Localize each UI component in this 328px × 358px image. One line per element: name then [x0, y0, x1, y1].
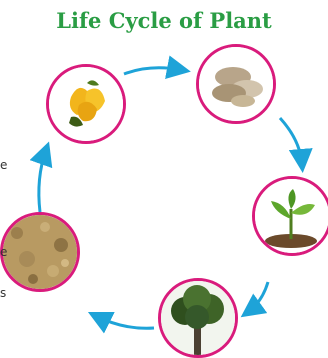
seedling-icon: [255, 179, 328, 253]
arrow-soil-to-fruit: [39, 150, 46, 212]
fruit-icon: [49, 67, 123, 141]
tree-icon: [161, 281, 235, 355]
arrow-seedling-to-tree: [248, 282, 268, 312]
fruit-stage: [46, 64, 126, 144]
tree-stage: [158, 278, 238, 358]
side-text-3: s: [0, 286, 6, 300]
soil-stage: [0, 212, 80, 292]
side-text-2: e: [0, 245, 7, 259]
seeds-icon: [199, 47, 273, 121]
arrow-fruit-to-seeds: [124, 68, 182, 74]
seedling-stage: [252, 176, 328, 256]
soil-icon: [3, 215, 77, 289]
seeds-stage: [196, 44, 276, 124]
arrow-tree-to-soil: [96, 316, 154, 328]
side-text-1: e: [0, 158, 7, 172]
arrow-seeds-to-seedling: [280, 118, 302, 164]
